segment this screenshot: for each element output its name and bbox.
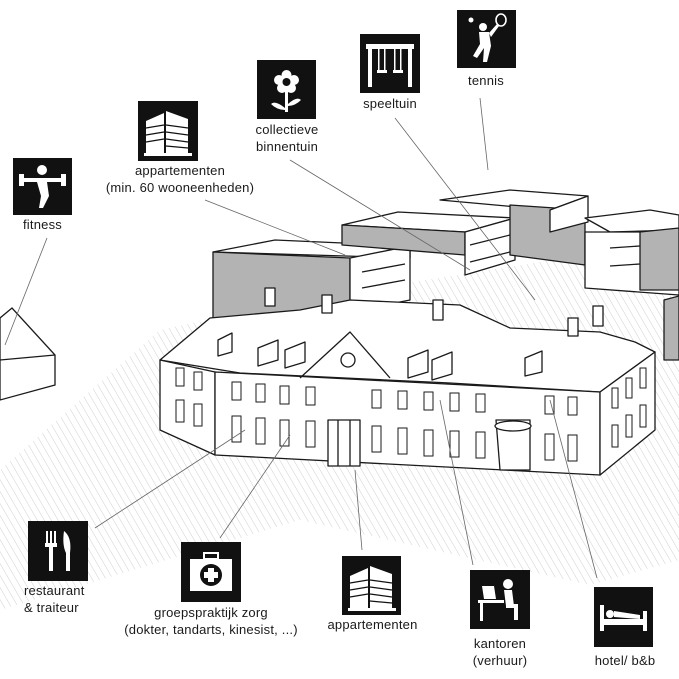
apartments-icon bbox=[342, 556, 401, 615]
label-restaurant-line1: restaurant bbox=[24, 583, 85, 598]
label-kantoren-line2: (verhuur) bbox=[472, 653, 528, 668]
bed-icon bbox=[594, 587, 653, 647]
label-speeltuin-text: speeltuin bbox=[363, 96, 417, 111]
label-restaurant-line2: & traiteur bbox=[24, 600, 79, 615]
playground-icon bbox=[360, 34, 420, 93]
restaurant-icon bbox=[28, 521, 88, 581]
background-buildings bbox=[212, 189, 679, 361]
chateau-building bbox=[159, 287, 656, 476]
label-groepspraktijk: groepspraktijk zorg (dokter, tandarts, k… bbox=[100, 604, 322, 638]
label-appartementen-top-line1: appartementen bbox=[134, 163, 226, 178]
tennis-icon bbox=[457, 10, 516, 68]
label-hotel: hotel/ b&b bbox=[580, 652, 670, 669]
medical-kit-icon bbox=[181, 542, 241, 602]
windows bbox=[175, 367, 647, 462]
label-appartementen-bottom-text: appartementen bbox=[327, 617, 418, 632]
label-kantoren: kantoren (verhuur) bbox=[455, 635, 545, 669]
flower-icon bbox=[257, 60, 316, 119]
label-appartementen-top-line2: (min. 60 wooneenheden) bbox=[105, 180, 255, 195]
label-hotel-text: hotel/ b&b bbox=[594, 653, 656, 668]
label-tennis: tennis bbox=[446, 72, 526, 89]
fitness-icon bbox=[13, 158, 72, 215]
label-fitness-text: fitness bbox=[23, 217, 62, 232]
label-speeltuin: speeltuin bbox=[345, 95, 435, 112]
small-house bbox=[0, 307, 56, 401]
label-restaurant: restaurant & traiteur bbox=[10, 582, 110, 616]
leader-lines bbox=[4, 97, 598, 579]
label-fitness: fitness bbox=[5, 216, 80, 233]
label-binnentuin-line1: collectieve bbox=[255, 122, 319, 137]
apartments-icon bbox=[138, 101, 198, 161]
label-groepspraktijk-line2: (dokter, tandarts, kinesist, ...) bbox=[124, 622, 298, 637]
label-kantoren-line1: kantoren bbox=[473, 636, 527, 651]
label-appartementen-bottom: appartementen bbox=[315, 616, 430, 633]
label-binnentuin: collectieve binnentuin bbox=[237, 121, 337, 155]
label-binnentuin-line2: binnentuin bbox=[256, 139, 318, 154]
label-groepspraktijk-line1: groepspraktijk zorg bbox=[154, 605, 268, 620]
label-appartementen-top: appartementen (min. 60 wooneenheden) bbox=[80, 162, 280, 196]
label-tennis-text: tennis bbox=[468, 73, 504, 88]
office-desk-icon bbox=[470, 570, 530, 629]
